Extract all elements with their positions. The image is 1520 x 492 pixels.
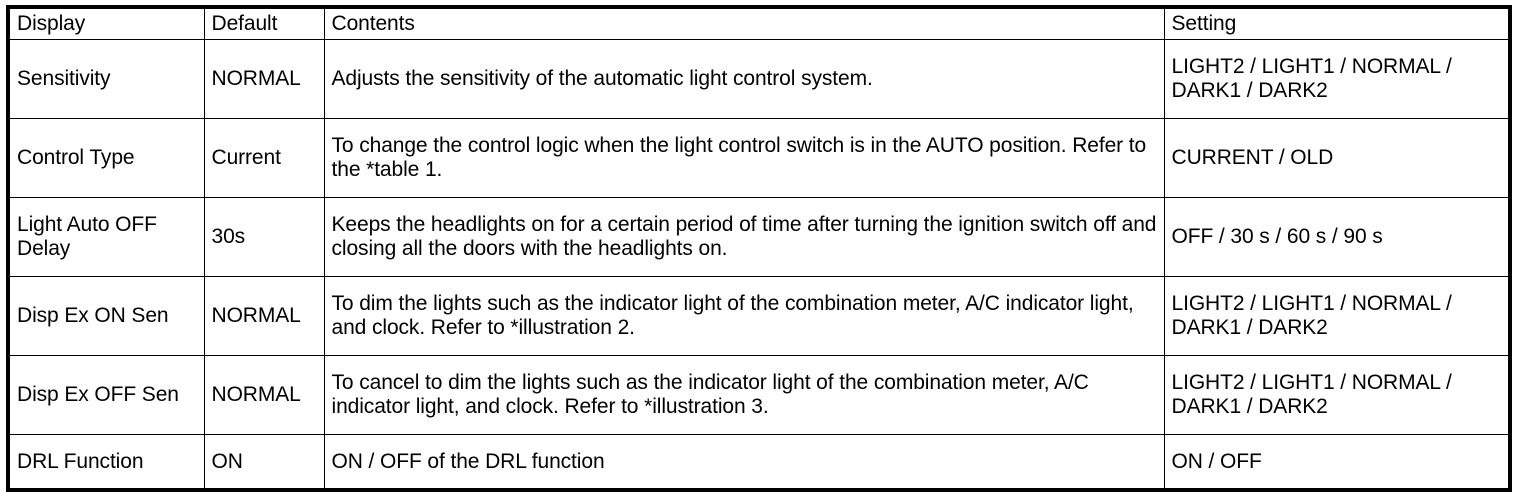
table-row: Light Auto OFF Delay 30s Keeps the headl… — [7, 197, 1511, 278]
cell-default: Current — [203, 118, 325, 199]
table-row: Disp Ex ON Sen NORMAL To dim the lights … — [7, 276, 1511, 357]
cell-setting: LIGHT2 / LIGHT1 / NORMAL / DARK1 / DARK2 — [1163, 39, 1511, 120]
cell-display: Disp Ex OFF Sen — [7, 355, 205, 436]
header-row: Display Default Contents Setting — [7, 6, 1511, 41]
column-header-display: Display — [7, 6, 205, 41]
cell-display: Light Auto OFF Delay — [7, 197, 205, 278]
cell-default: NORMAL — [203, 276, 325, 357]
table-row: Control Type Current To change the contr… — [7, 118, 1511, 199]
cell-contents: To change the control logic when the lig… — [323, 118, 1165, 199]
cell-default: NORMAL — [203, 355, 325, 436]
column-header-default: Default — [203, 6, 325, 41]
cell-default: 30s — [203, 197, 325, 278]
column-header-contents: Contents — [323, 6, 1165, 41]
table-container: Display Default Contents Setting Sensiti… — [6, 5, 1512, 492]
cell-display: Disp Ex ON Sen — [7, 276, 205, 357]
cell-default: ON — [203, 434, 325, 491]
column-header-setting: Setting — [1163, 6, 1511, 41]
table-row: DRL Function ON ON / OFF of the DRL func… — [7, 434, 1511, 491]
cell-display: Control Type — [7, 118, 205, 199]
cell-contents: To cancel to dim the lights such as the … — [323, 355, 1165, 436]
cell-contents: To dim the lights such as the indicator … — [323, 276, 1165, 357]
cell-display: Sensitivity — [7, 39, 205, 120]
cell-default: NORMAL — [203, 39, 325, 120]
table-row: Sensitivity NORMAL Adjusts the sensitivi… — [7, 39, 1511, 120]
cell-setting: LIGHT2 / LIGHT1 / NORMAL / DARK1 / DARK2 — [1163, 355, 1511, 436]
table-body: Sensitivity NORMAL Adjusts the sensitivi… — [7, 39, 1511, 491]
table-header: Display Default Contents Setting — [7, 6, 1511, 41]
cell-display: DRL Function — [7, 434, 205, 491]
cell-setting: OFF / 30 s / 60 s / 90 s — [1163, 197, 1511, 278]
table-row: Disp Ex OFF Sen NORMAL To cancel to dim … — [7, 355, 1511, 436]
cell-setting: CURRENT / OLD — [1163, 118, 1511, 199]
cell-contents: ON / OFF of the DRL function — [323, 434, 1165, 491]
cell-setting: ON / OFF — [1163, 434, 1511, 491]
cell-contents: Keeps the headlights on for a certain pe… — [323, 197, 1165, 278]
cell-contents: Adjusts the sensitivity of the automatic… — [323, 39, 1165, 120]
cell-setting: LIGHT2 / LIGHT1 / NORMAL / DARK1 / DARK2 — [1163, 276, 1511, 357]
settings-specification-table: Display Default Contents Setting Sensiti… — [6, 5, 1512, 492]
